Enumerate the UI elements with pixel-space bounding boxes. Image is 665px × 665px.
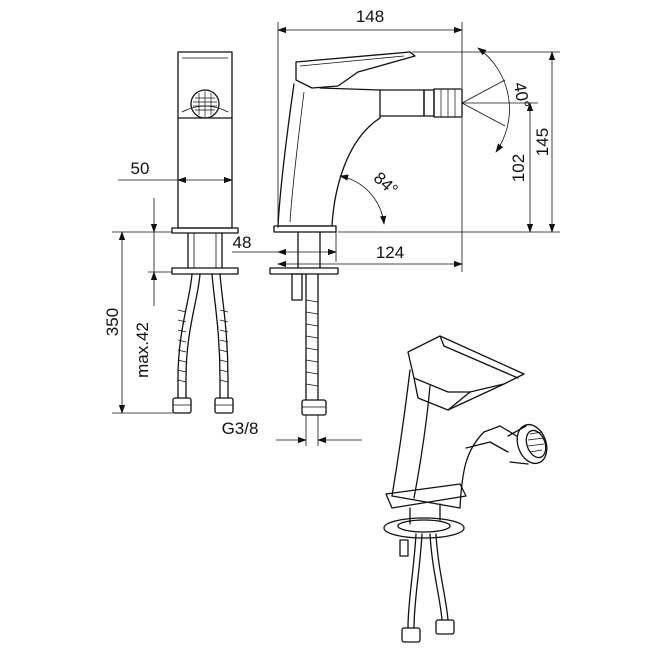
side-body [277, 83, 381, 227]
side-washer [269, 267, 339, 275]
spout-angle-arc [477, 47, 510, 153]
iso-hose-left [407, 533, 417, 629]
dim-overall-length: 148 [356, 7, 384, 26]
front-hose-right [211, 273, 221, 399]
iso-nut-left [401, 627, 421, 643]
front-aerator [190, 89, 220, 119]
dim-total-height: 145 [533, 128, 552, 156]
front-hose-left [177, 273, 193, 399]
iso-body [391, 369, 485, 509]
dim-base-offset: 48 [233, 233, 252, 252]
iso-nut-right [435, 619, 455, 635]
dimensions: 148 40° 145 102 84° 50 48 124 [103, 7, 560, 446]
aerator-mesh [193, 91, 217, 117]
front-body [177, 117, 233, 229]
iso-base [385, 483, 467, 509]
iso-lever [407, 335, 525, 393]
side-hose [305, 273, 319, 401]
front-nut-left [172, 397, 192, 414]
dim-connection: G3/8 [222, 419, 259, 438]
dim-spout-angle: 40° [510, 81, 533, 110]
side-lever [295, 51, 416, 89]
side-base [273, 225, 337, 233]
side-popup-rod [291, 273, 303, 301]
dim-max-thickness: max.42 [133, 322, 152, 378]
front-base [171, 227, 239, 234]
lever-angle-arc [339, 174, 387, 225]
side-view [269, 51, 463, 416]
iso-hose-right [429, 533, 443, 621]
front-view [171, 51, 239, 414]
side-spout [379, 89, 425, 117]
dim-lever-angle: 84° [370, 168, 402, 199]
iso-washer [383, 517, 465, 539]
dim-spout-reach: 124 [376, 243, 404, 262]
dim-body-width: 50 [131, 159, 150, 178]
front-washer [171, 267, 239, 275]
iso-aerator [516, 423, 548, 465]
dim-hose-length: 350 [103, 308, 122, 336]
front-nut-right [214, 397, 234, 414]
dim-outlet-height: 102 [509, 154, 528, 182]
isometric-view [383, 335, 548, 643]
side-nut [301, 399, 327, 416]
